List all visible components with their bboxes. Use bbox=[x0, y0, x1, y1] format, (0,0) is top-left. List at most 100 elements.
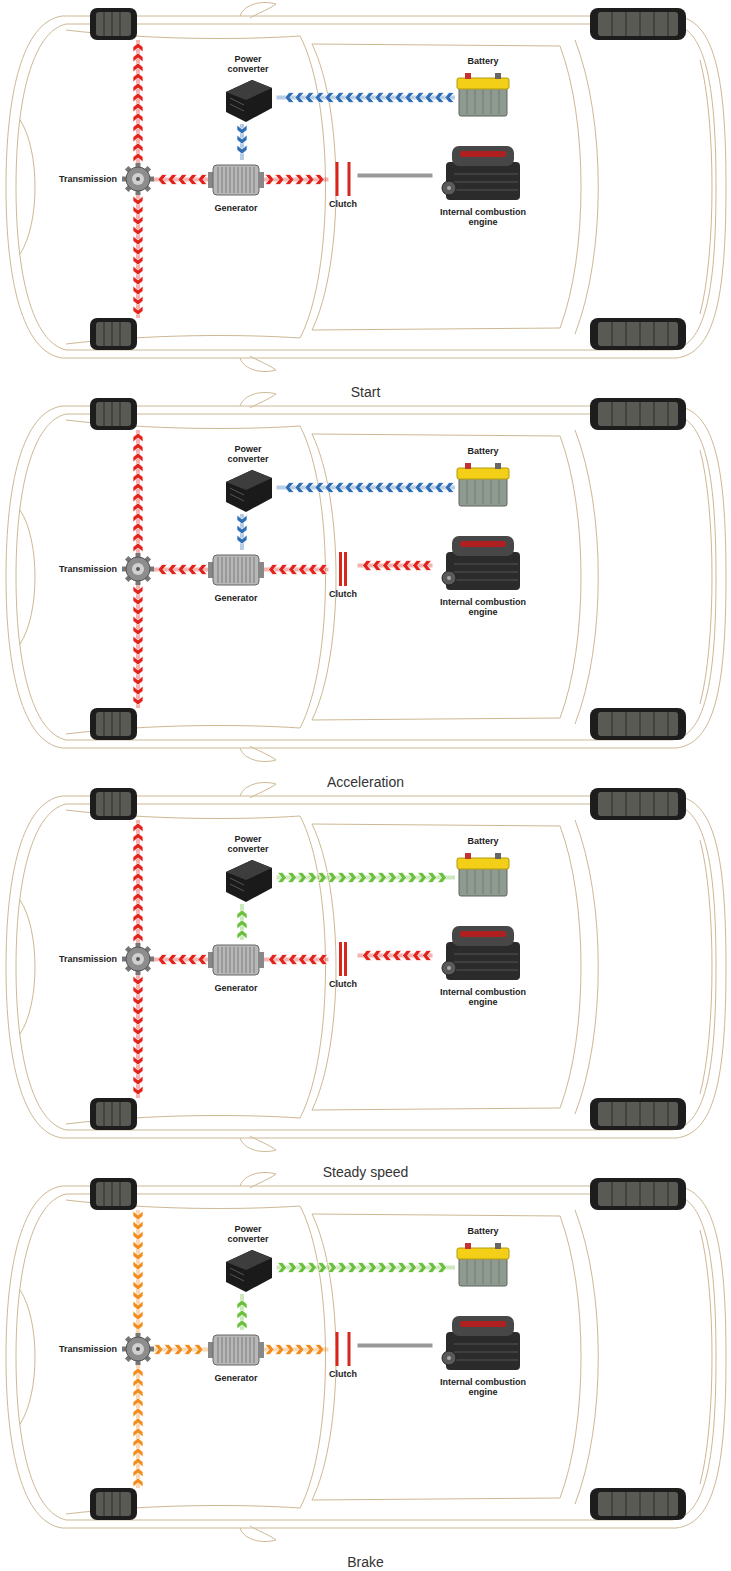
flow-chevron bbox=[289, 955, 298, 965]
flow-chevron bbox=[178, 565, 187, 575]
flow-chevron bbox=[133, 256, 143, 265]
flow-chevron bbox=[133, 853, 143, 862]
engine-picture bbox=[440, 530, 526, 594]
power-flow bbox=[237, 124, 247, 160]
flow-chevron bbox=[368, 873, 377, 883]
flow-chevron bbox=[133, 246, 143, 255]
flow-chevron bbox=[133, 636, 143, 645]
component-label: Generator bbox=[214, 1373, 259, 1383]
flow-chevron bbox=[133, 483, 143, 492]
flow-chevron bbox=[133, 93, 143, 102]
flow-chevron bbox=[198, 565, 207, 575]
component-node: Power converter bbox=[220, 1224, 277, 1294]
flow-chevron bbox=[395, 483, 404, 493]
component-node: Transmission bbox=[58, 943, 153, 975]
engine-picture bbox=[440, 920, 526, 984]
flow-chevron bbox=[395, 93, 404, 103]
component-label: Battery bbox=[467, 1226, 500, 1236]
flow-chevron bbox=[237, 515, 247, 524]
flow-chevron bbox=[133, 976, 143, 985]
flow-chevron bbox=[408, 1263, 417, 1273]
flow-chevron bbox=[295, 1345, 304, 1355]
component-node: Internal combustion engine bbox=[433, 140, 534, 228]
flow-chevron bbox=[328, 1263, 337, 1273]
flow-chevron bbox=[133, 1056, 143, 1065]
flow-chevron bbox=[319, 565, 328, 575]
flow-chevron bbox=[335, 483, 344, 493]
component-label: Transmission bbox=[58, 954, 118, 964]
transmission-picture bbox=[123, 163, 153, 195]
battery-picture bbox=[455, 70, 511, 118]
flow-chevron bbox=[413, 561, 422, 571]
power-flow bbox=[358, 175, 433, 176]
flow-chevron bbox=[133, 1478, 143, 1487]
flow-chevron bbox=[308, 873, 317, 883]
flow-chevron bbox=[133, 1458, 143, 1467]
flow-chevron bbox=[133, 276, 143, 285]
flow-chevron bbox=[237, 1320, 247, 1329]
flow-chevron bbox=[133, 1251, 143, 1260]
caption-slot: Steady speed bbox=[0, 1163, 731, 1181]
flow-chevron bbox=[133, 656, 143, 665]
flow-chevron bbox=[133, 153, 143, 162]
flow-chevron bbox=[315, 483, 324, 493]
flow-chevron bbox=[279, 955, 288, 965]
power-flow bbox=[153, 1345, 208, 1355]
flow-chevron bbox=[288, 873, 297, 883]
generator-picture bbox=[208, 940, 264, 980]
flow-chevron bbox=[174, 1345, 183, 1355]
flow-chevron bbox=[288, 1263, 297, 1273]
flow-chevron bbox=[188, 175, 197, 185]
flow-chevron bbox=[154, 1345, 163, 1355]
flow-chevron bbox=[403, 951, 412, 961]
flow-chevron bbox=[237, 930, 247, 939]
flow-chevron bbox=[378, 1263, 387, 1273]
flow-chevron bbox=[133, 843, 143, 852]
flow-chevron bbox=[438, 873, 447, 883]
flow-chevron bbox=[435, 93, 444, 103]
power-flow bbox=[264, 955, 329, 965]
flow-chevron bbox=[275, 1345, 284, 1355]
flow-chevron bbox=[198, 955, 207, 965]
flow-chevron bbox=[133, 463, 143, 472]
flow-chevron bbox=[237, 525, 247, 534]
axle-flows bbox=[133, 40, 143, 1488]
flow-chevron bbox=[133, 443, 143, 452]
flow-chevron bbox=[295, 483, 304, 493]
power-flow bbox=[277, 93, 456, 103]
battery-picture bbox=[455, 850, 511, 898]
flow-chevron bbox=[133, 606, 143, 615]
flow-chevron bbox=[363, 951, 372, 961]
flow-chevron bbox=[237, 535, 247, 544]
panel-caption: Brake bbox=[347, 1554, 384, 1570]
clutch-picture bbox=[334, 552, 352, 586]
flow-chevron bbox=[133, 646, 143, 655]
flow-chevron bbox=[285, 175, 294, 185]
flow-chevron bbox=[338, 873, 347, 883]
flow-chevron bbox=[133, 306, 143, 315]
component-node: Clutch bbox=[329, 162, 358, 210]
flow-chevron bbox=[133, 1311, 143, 1320]
flow-chevron bbox=[325, 483, 334, 493]
flow-chevron bbox=[133, 73, 143, 82]
power-flow bbox=[277, 873, 456, 883]
transmission-picture bbox=[123, 943, 153, 975]
flow-chevron bbox=[168, 565, 177, 575]
engine-picture bbox=[440, 1310, 526, 1374]
component-node: Transmission bbox=[58, 163, 153, 195]
flow-chevron bbox=[133, 103, 143, 112]
flow-chevron bbox=[423, 951, 432, 961]
axle-flow bbox=[133, 975, 143, 1098]
flow-chevron bbox=[133, 883, 143, 892]
power-flow bbox=[237, 904, 247, 940]
component-node: Transmission bbox=[58, 1333, 153, 1365]
power-flow bbox=[264, 175, 329, 185]
flow-chevron bbox=[158, 955, 167, 965]
flow-chevron bbox=[133, 893, 143, 902]
flow-chevron bbox=[133, 493, 143, 502]
flow-chevron bbox=[184, 1345, 193, 1355]
flow-chevron bbox=[168, 955, 177, 965]
component-label: Clutch bbox=[329, 1369, 358, 1379]
flow-chevron bbox=[133, 1281, 143, 1290]
flow-chevron bbox=[133, 503, 143, 512]
